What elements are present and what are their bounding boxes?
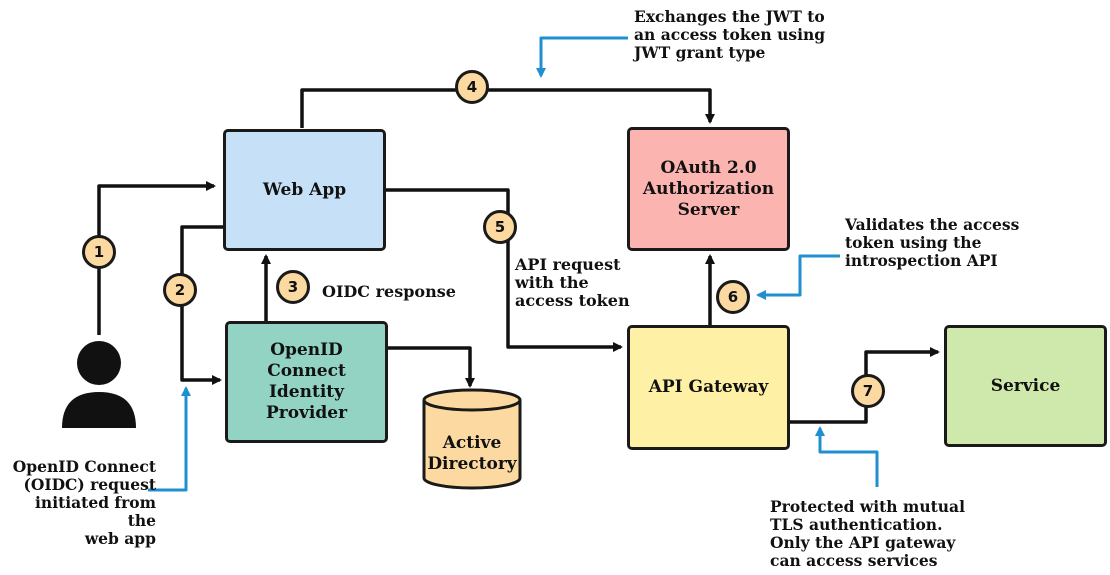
flow-user-to-webapp xyxy=(97,181,216,335)
step-badge-3: 3 xyxy=(276,270,310,304)
api-request-label: API request with the access token xyxy=(515,255,630,310)
annotation-arrow-jwt xyxy=(536,36,628,78)
identity-provider-box: OpenID Connect Identity Provider xyxy=(225,321,388,443)
annotation-arrow-introspection xyxy=(756,254,840,300)
api-gateway-box: API Gateway xyxy=(627,325,790,450)
step-badge-7: 7 xyxy=(851,374,885,408)
person-icon xyxy=(62,341,136,428)
step-badge-5: 5 xyxy=(483,210,517,244)
step-badge-1: 1 xyxy=(82,235,116,269)
step-badge-2: 2 xyxy=(163,273,197,307)
oidc-response-label: OIDC response xyxy=(322,282,456,301)
oauth-server-box: OAuth 2.0 Authorization Server xyxy=(627,127,790,251)
annotation-arrow-oidc xyxy=(148,386,191,492)
flow-webapp-to-oauth xyxy=(300,88,715,128)
step-badge-4: 4 xyxy=(455,70,489,104)
annotation-arrow-mtls xyxy=(815,426,879,487)
oidc-request-note: OpenID Connect (OIDC) request initiated … xyxy=(12,457,156,548)
active-directory-label: Active Directory xyxy=(427,433,517,474)
web-app-box: Web App xyxy=(223,129,386,251)
flow-webapp-to-gateway xyxy=(386,188,623,352)
mutual-tls-note: Protected with mutual TLS authentication… xyxy=(770,497,965,570)
introspection-note: Validates the access token using the int… xyxy=(845,215,1020,270)
jwt-exchange-note: Exchanges the JWT to an access token usi… xyxy=(634,7,826,62)
step-badge-6: 6 xyxy=(716,280,750,314)
service-box: Service xyxy=(944,325,1107,447)
flow-idp-to-ad xyxy=(388,346,475,388)
active-directory-cylinder xyxy=(422,388,522,490)
